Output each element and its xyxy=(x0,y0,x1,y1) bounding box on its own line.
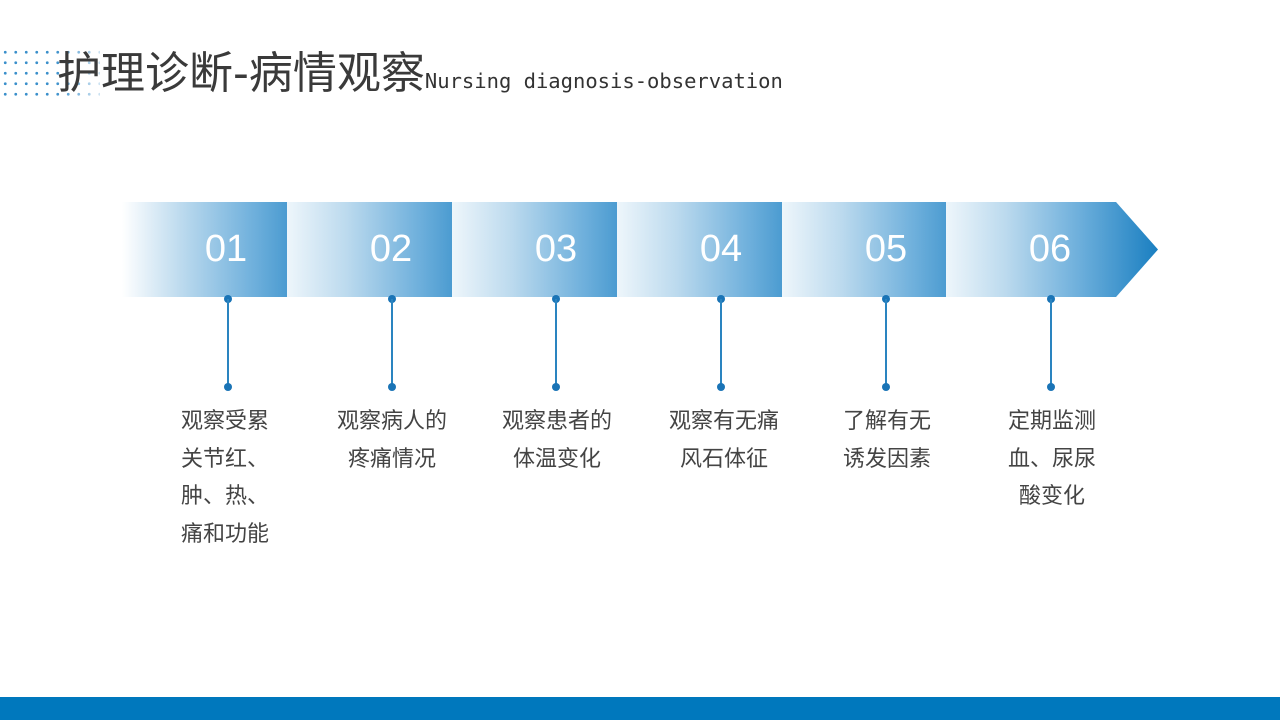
page-header: 护理诊断-病情观察 Nursing diagnosis-observation xyxy=(57,46,783,102)
step-number: 03 xyxy=(534,228,578,270)
connector-line xyxy=(391,299,393,387)
page-title: 护理诊断-病情观察 xyxy=(57,48,425,99)
desc-line: 诱发因素 xyxy=(842,446,931,472)
desc-line: 定期监测 xyxy=(1007,409,1096,434)
connector-line xyxy=(720,299,722,387)
connector-dot-bottom xyxy=(552,383,560,391)
page-subtitle: Nursing diagnosis-observation xyxy=(424,69,783,93)
step-number: 04 xyxy=(699,228,743,270)
desc-line: 痛和功能 xyxy=(181,521,270,547)
connector-dot-bottom xyxy=(388,383,396,391)
step-description-2: 观察病人的 疼痛情况 xyxy=(322,403,462,478)
step-description-4: 观察有无痛 风石体征 xyxy=(654,403,794,478)
dot-pattern-decoration xyxy=(0,47,100,102)
desc-line: 酸变化 xyxy=(1018,484,1085,509)
connector-line xyxy=(1050,299,1052,387)
connector-dot-bottom xyxy=(1047,383,1055,391)
step-description-6: 定期监测 血、尿尿 酸变化 xyxy=(982,403,1122,516)
desc-line: 了解有无 xyxy=(842,409,931,434)
desc-line: 疼痛情况 xyxy=(347,446,436,472)
desc-line: 血、尿尿 xyxy=(1007,446,1096,472)
connector-line xyxy=(227,299,229,387)
connector-dot-bottom xyxy=(882,383,890,391)
step-number: 05 xyxy=(864,228,908,270)
desc-line: 风石体征 xyxy=(679,446,768,472)
desc-line: 观察患者的 xyxy=(501,409,612,434)
step-description-3: 观察患者的 体温变化 xyxy=(487,403,627,478)
step-arrow-6: 06 xyxy=(946,202,1158,297)
step-number: 06 xyxy=(1028,228,1072,270)
step-description-1: 观察受累 关节红、 肿、热、 痛和功能 xyxy=(181,403,321,553)
desc-line: 关节红、 xyxy=(181,446,270,472)
desc-line: 观察有无痛 xyxy=(668,409,779,434)
desc-line: 观察病人的 xyxy=(336,409,447,434)
desc-line: 肿、热、 xyxy=(181,484,270,509)
step-number: 01 xyxy=(204,228,248,270)
desc-line: 体温变化 xyxy=(512,446,601,472)
connector-dot-bottom xyxy=(224,383,232,391)
footer-bar xyxy=(0,697,1280,720)
desc-line: 观察受累 xyxy=(181,409,270,434)
connector-line xyxy=(885,299,887,387)
step-description-5: 了解有无 诱发因素 xyxy=(817,403,957,478)
step-number: 02 xyxy=(369,228,413,270)
connector-line xyxy=(555,299,557,387)
connector-dot-bottom xyxy=(717,383,725,391)
